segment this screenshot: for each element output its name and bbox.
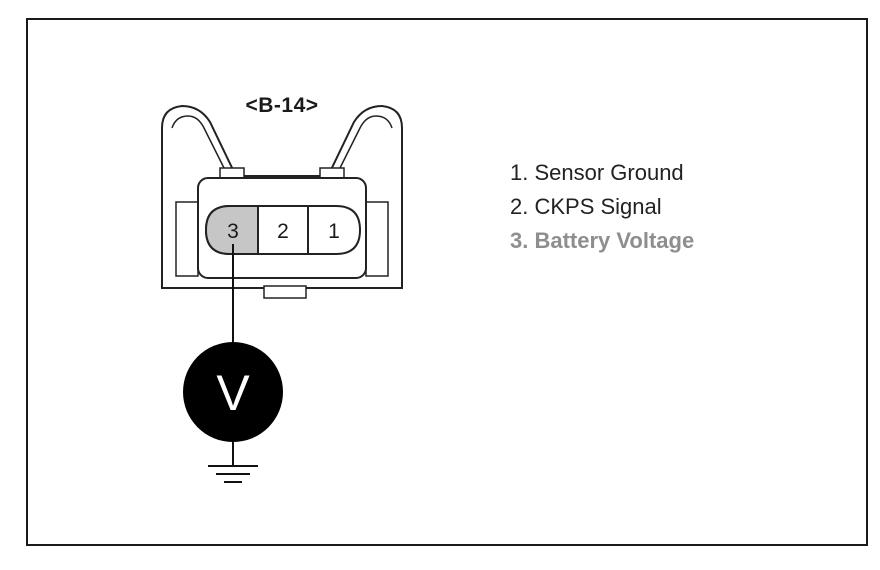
latch-left	[171, 115, 229, 177]
ground-icon	[208, 465, 258, 483]
connector-id-label: <B-14>	[245, 94, 319, 117]
side-rail-right	[365, 201, 389, 277]
pin-legend: 1. Sensor Ground 2. CKPS Signal 3. Batte…	[510, 156, 694, 258]
voltmeter-icon: V	[183, 342, 283, 442]
pin-1-label: 1	[328, 220, 340, 243]
pin-3-highlight	[204, 205, 259, 255]
legend-item-highlighted: 3. Battery Voltage	[510, 228, 695, 253]
top-tab-left	[219, 167, 245, 179]
bottom-key	[263, 285, 307, 299]
latch-right	[335, 115, 393, 177]
side-rail-left	[175, 201, 199, 277]
legend-item: 1. Sensor Ground	[510, 160, 684, 185]
top-tab-right	[319, 167, 345, 179]
pin-3-label: 3	[227, 220, 239, 243]
pin-2-label: 2	[277, 220, 289, 243]
voltmeter-symbol: V	[216, 365, 250, 421]
legend-item: 2. CKPS Signal	[510, 194, 662, 219]
